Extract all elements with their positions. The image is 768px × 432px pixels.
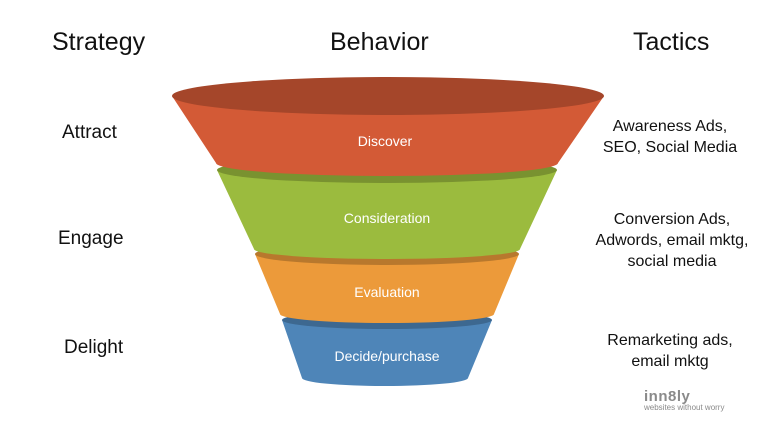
tactics-line: SEO, Social Media xyxy=(602,139,738,156)
logo-wordmark: inn8ly xyxy=(644,388,691,405)
tactics-delight: Remarketing ads, email mktg xyxy=(590,330,750,372)
behavior-column-header: Behavior xyxy=(330,28,429,56)
funnel-label-consideration: Consideration xyxy=(344,210,430,226)
inn8ly-logo: inn8ly websites without worry xyxy=(644,388,756,412)
strategy-engage: Engage xyxy=(58,228,124,249)
funnel-label-evaluation: Evaluation xyxy=(354,284,419,300)
tactics-line: email mktg xyxy=(631,353,709,370)
funnel-label-discover: Discover xyxy=(358,133,413,149)
strategy-column-header: Strategy xyxy=(52,28,146,56)
tactics-line: Awareness Ads, xyxy=(612,118,728,135)
funnel-label-decide: Decide/purchase xyxy=(334,348,439,364)
logo-tagline: websites without worry xyxy=(644,403,725,412)
tactics-line: Remarketing ads, xyxy=(607,332,733,349)
strategy-attract: Attract xyxy=(62,122,117,143)
tactics-engage: Conversion Ads, Adwords, email mktg, soc… xyxy=(578,209,766,272)
funnel-segment-discover: Discover xyxy=(172,77,604,176)
tactics-line: Adwords, email mktg, xyxy=(595,232,749,249)
tactics-column-header: Tactics xyxy=(633,28,710,56)
tactics-attract: Awareness Ads, SEO, Social Media xyxy=(590,116,750,158)
tactics-line: social media xyxy=(627,253,717,270)
tactics-line: Conversion Ads, xyxy=(613,211,731,228)
strategy-delight: Delight xyxy=(64,337,124,358)
